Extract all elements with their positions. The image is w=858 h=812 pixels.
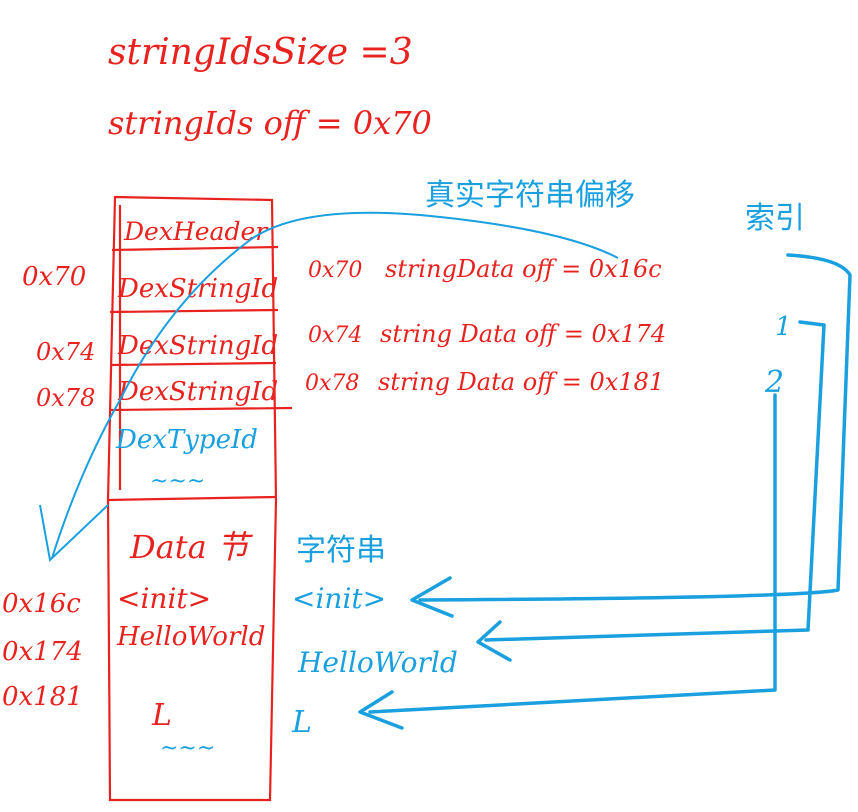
block-dex-string-id-2: DexStringId — [117, 331, 278, 361]
block-ellipsis: ~~~ — [150, 469, 205, 494]
string-id-entry-0x78: string Data off = 0x181 — [378, 368, 664, 396]
index-arrows — [358, 253, 852, 730]
offset-pointer-arrowhead — [39, 504, 109, 562]
index-0-arrow — [418, 253, 852, 602]
block-dex-header: DexHeader — [123, 217, 269, 246]
block-dex-type-id: DexTypeId — [115, 425, 258, 455]
memory-layout-box — [106, 195, 293, 802]
data-section-title: Data 节 — [129, 528, 254, 566]
data-row-helloworld: HelloWorld — [116, 622, 265, 652]
block-dex-string-id-1: DexStringId — [117, 274, 278, 304]
data-row-init: <init> — [117, 582, 211, 615]
strings-label: 字符串 — [296, 533, 386, 568]
offset-pointer-line — [51, 211, 619, 559]
string-id-entry-0x74: string Data off = 0x174 — [380, 320, 666, 348]
address-0x74: 0x74 — [36, 338, 95, 366]
string-value-init: <init> — [292, 582, 386, 615]
string-value-helloworld: HelloWorld — [297, 646, 458, 679]
block-dex-string-id-3: DexStringId — [117, 377, 278, 407]
data-ellipsis: ~~~ — [160, 736, 215, 761]
string-ids-size-label: stringIdsSize =3 — [108, 32, 413, 73]
string-id-entry-0x70: stringData off = 0x16c — [385, 255, 662, 283]
data-row-l: L — [151, 698, 172, 733]
index-label: 索引 — [745, 201, 805, 236]
address-0x181: 0x181 — [2, 682, 83, 712]
index-2-arrowhead — [358, 690, 404, 730]
string-value-l: L — [291, 705, 312, 740]
index-1: 1 — [775, 312, 792, 342]
index-1-arrow — [484, 320, 826, 642]
address-0x70: 0x70 — [22, 262, 86, 292]
address-0x78: 0x78 — [36, 384, 95, 412]
string-id-entry-0x74-address: 0x74 — [308, 323, 362, 348]
index-2-arrow — [368, 393, 777, 714]
index-0-arrowhead — [410, 576, 454, 618]
address-0x174: 0x174 — [2, 637, 83, 667]
string-id-entry-0x70-address: 0x70 — [308, 258, 362, 283]
real-string-offset-label: 真实字符串偏移 — [425, 178, 635, 213]
index-2: 2 — [764, 365, 784, 400]
string-id-entry-0x78-address: 0x78 — [305, 371, 359, 396]
address-0x16c: 0x16c — [2, 589, 81, 619]
index-1-arrowhead — [476, 620, 512, 662]
string-ids-off-label: stringIds off = 0x70 — [108, 104, 432, 142]
